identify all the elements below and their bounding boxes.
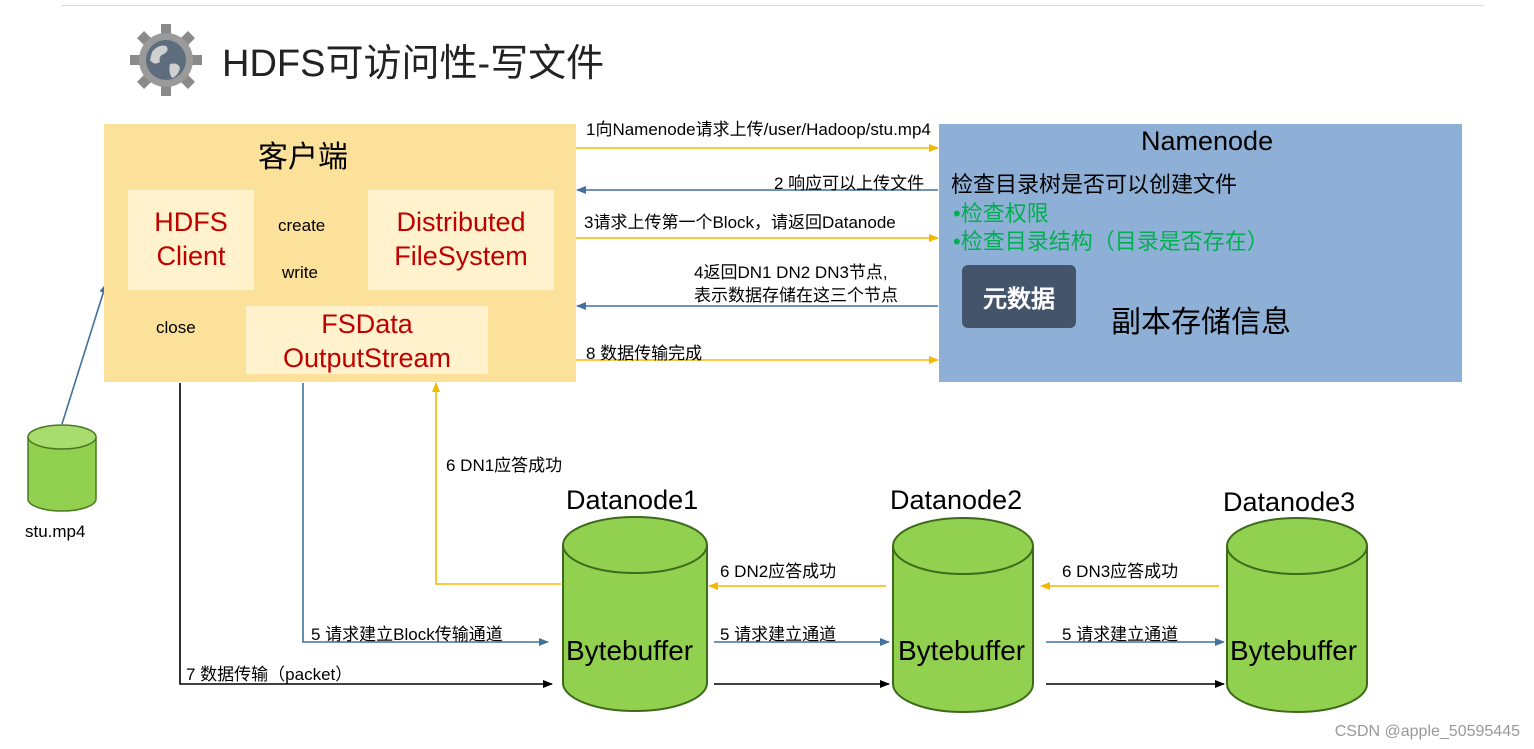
hdfs-client-line2: Client xyxy=(156,241,226,271)
msg-5-request-pipeline: 5 请求建立Block传输通道 xyxy=(311,625,503,644)
dfs-line1: Distributed xyxy=(396,207,526,237)
msg-4-return-nodes: 4返回DN1 DN2 DN3节点, xyxy=(694,263,888,282)
page-title: HDFS可访问性-写文件 xyxy=(222,43,605,85)
msg-2-response: 2 响应可以上传文件 xyxy=(774,174,925,193)
datanode3-title: Datanode3 xyxy=(1223,487,1356,517)
msg-5-request-channel-dn3: 5 请求建立通道 xyxy=(1062,625,1179,644)
msg-7-packet: 7 数据传输（packet） xyxy=(186,665,353,684)
msg-1-request-upload: 1向Namenode请求上传/user/Hadoop/stu.mp4 xyxy=(586,120,931,139)
msg-4-storage: 表示数据存储在这三个节点 xyxy=(694,286,898,305)
metadata-button[interactable]: 元数据 xyxy=(962,265,1076,328)
close-label: close xyxy=(156,318,196,337)
datanode2-buffer: Bytebuffer xyxy=(898,635,1026,666)
msg-5-request-channel-dn2: 5 请求建立通道 xyxy=(720,625,837,644)
msg-6-dn2-ack: 6 DN2应答成功 xyxy=(720,562,837,581)
msg-6-dn1-ack: 6 DN1应答成功 xyxy=(446,456,563,475)
watermark: CSDN @apple_50595445 xyxy=(1334,723,1520,740)
file-cylinder-icon xyxy=(27,424,97,512)
fsdata-line2: OutputStream xyxy=(282,343,452,373)
msg-8-complete: 8 数据传输完成 xyxy=(586,344,703,363)
namenode-item-permission: •检查权限 xyxy=(953,201,1049,226)
distributed-filesystem-box: Distributed FileSystem xyxy=(368,190,554,290)
datanode1-cylinder xyxy=(562,516,708,712)
fsdata-line1: FSData xyxy=(321,309,413,339)
namenode-box xyxy=(939,124,1462,382)
msg-3-request-block: 3请求上传第一个Block，请返回Datanode xyxy=(584,213,896,232)
datanode3-buffer: Bytebuffer xyxy=(1230,635,1358,666)
hdfs-client-box: HDFS Client xyxy=(128,190,254,290)
top-divider xyxy=(62,5,1484,6)
namenode-title: Namenode xyxy=(1141,126,1274,156)
datanode2-cylinder xyxy=(892,517,1034,713)
datanode2-title: Datanode2 xyxy=(890,485,1023,515)
write-label: write xyxy=(282,263,318,282)
replica-info: 副本存储信息 xyxy=(1111,306,1291,339)
arrow-5-pipeline xyxy=(302,383,549,646)
globe-gear-icon xyxy=(130,24,202,96)
arrow-file-to-client xyxy=(61,283,108,425)
arrow-7-packet xyxy=(179,383,553,688)
hdfs-client-line1: HDFS xyxy=(154,207,228,237)
create-label: create xyxy=(278,216,326,235)
fsdata-outputstream-box: FSData OutputStream xyxy=(246,306,488,374)
datanode1-title: Datanode1 xyxy=(566,485,699,515)
datanode1-buffer: Bytebuffer xyxy=(566,635,694,666)
namenode-check: 检查目录树是否可以创建文件 xyxy=(951,172,1238,197)
dfs-line2: FileSystem xyxy=(394,241,528,271)
datanode3-cylinder xyxy=(1226,517,1368,713)
msg-6-dn3-ack: 6 DN3应答成功 xyxy=(1062,562,1179,581)
client-title: 客户端 xyxy=(258,141,348,174)
arrow-6-dn1-ack xyxy=(432,382,561,585)
file-name: stu.mp4 xyxy=(25,522,86,541)
namenode-item-directory: •检查目录结构（目录是否存在） xyxy=(953,229,1269,254)
